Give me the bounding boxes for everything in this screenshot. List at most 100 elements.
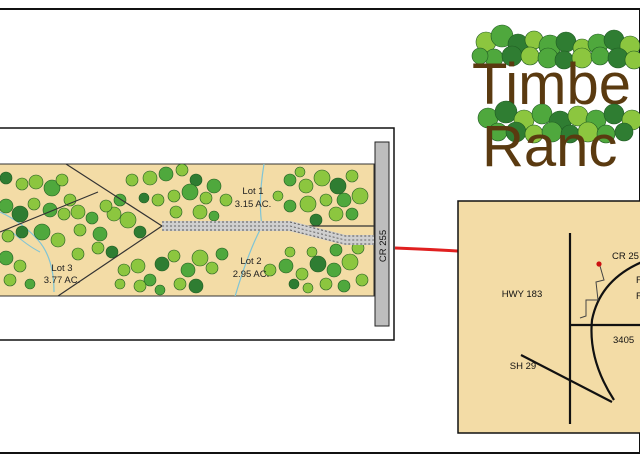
logo-tree-cluster	[471, 24, 640, 70]
map-label-road-1: F	[636, 275, 640, 286]
tree-icon	[3, 273, 17, 287]
tree-icon	[341, 253, 359, 271]
tree-icon	[24, 278, 36, 290]
tree-icon	[319, 277, 333, 291]
tree-icon	[130, 258, 146, 274]
timber-ranch-logo: Timbe Ranc	[471, 24, 640, 179]
tree-icon	[345, 207, 359, 221]
tree-icon	[142, 170, 158, 186]
tree-icon	[43, 179, 61, 197]
tree-icon	[215, 247, 229, 261]
county-road	[374, 141, 390, 327]
location-map: CR 25 HWY 183 3405 SH 29 F R	[457, 200, 640, 434]
tree-icon	[181, 183, 199, 201]
tree-icon	[624, 50, 640, 70]
tree-icon	[105, 245, 119, 259]
tree-icon	[70, 204, 86, 220]
tree-icon	[313, 169, 331, 187]
tree-icon	[329, 177, 347, 195]
lot-3-name: Lot 3	[51, 263, 72, 274]
tree-icon	[199, 191, 213, 205]
tree-icon	[180, 262, 196, 278]
outer-frame	[0, 8, 640, 454]
tree-icon	[28, 174, 44, 190]
logo-tree-cluster-middle	[477, 100, 640, 144]
tree-icon	[494, 100, 518, 124]
tree-icon	[91, 241, 105, 255]
property-marker	[596, 261, 602, 267]
fm-road-curve	[590, 261, 640, 401]
map-label-sh: SH 29	[510, 361, 536, 372]
tree-icon	[92, 226, 108, 242]
tree-icon	[288, 278, 300, 290]
tree-icon	[294, 166, 306, 178]
lot-3-acreage: 3.77 AC.	[44, 275, 80, 286]
tree-icon	[0, 198, 14, 214]
tree-icon	[99, 199, 113, 213]
tree-icon	[151, 193, 165, 207]
creek-line	[0, 211, 55, 293]
tree-icon	[173, 277, 187, 291]
tree-icon	[15, 177, 29, 191]
tree-icon	[154, 284, 166, 296]
tree-icon	[272, 190, 284, 202]
tree-icon	[191, 249, 209, 267]
tree-icon	[206, 178, 222, 194]
tree-icon	[188, 278, 204, 294]
tree-icon	[336, 192, 352, 208]
sh-29-road	[520, 354, 613, 403]
creek-line-3	[11, 231, 41, 253]
tree-canopy	[0, 164, 369, 296]
map-label-fm: 3405	[613, 335, 634, 346]
tree-icon	[143, 273, 157, 287]
tree-icon	[158, 166, 174, 182]
tree-icon	[167, 189, 181, 203]
tree-icon	[13, 259, 27, 273]
tree-icon	[55, 173, 69, 187]
tree-icon	[0, 171, 13, 185]
tree-icon	[208, 210, 220, 222]
tree-icon	[138, 192, 150, 204]
tree-icon	[306, 246, 318, 258]
tree-icon	[284, 246, 296, 258]
tree-icon	[329, 243, 343, 257]
tree-icon	[119, 211, 137, 229]
tree-icon	[27, 197, 41, 211]
tree-icon	[471, 47, 489, 65]
tree-icon	[298, 178, 314, 194]
tree-icon	[73, 223, 87, 237]
tree-icon	[337, 279, 351, 293]
driveway	[162, 221, 374, 245]
tree-icon	[205, 261, 219, 275]
tree-icon	[133, 279, 147, 293]
tree-icon	[355, 273, 369, 287]
tree-icon	[50, 232, 66, 248]
logo-line-2: Ranc	[482, 114, 617, 179]
tree-icon	[117, 263, 131, 277]
road-label: CR 255	[378, 230, 389, 262]
tree-icon	[278, 258, 294, 274]
tree-icon	[1, 229, 15, 243]
lot-2-acreage: 2.95 AC.	[233, 269, 269, 280]
tree-icon	[106, 206, 122, 222]
tree-icon	[614, 122, 634, 142]
site-plan: Lot 1 3.15 AC. Lot 2 2.95 AC. Lot 3 3.77…	[0, 127, 395, 341]
tree-icon	[219, 193, 233, 207]
tree-icon	[175, 164, 189, 177]
tree-icon	[309, 213, 323, 227]
lot-1-acreage: 3.15 AC.	[235, 199, 271, 210]
tree-icon	[299, 195, 317, 213]
tree-icon	[133, 225, 147, 239]
tree-icon	[531, 103, 553, 125]
tree-icon	[11, 205, 29, 223]
tree-icon	[85, 211, 99, 225]
tree-icon	[63, 193, 77, 207]
tree-icon	[309, 255, 327, 273]
tree-icon	[351, 187, 369, 205]
map-label-road-2: R	[636, 291, 640, 302]
tree-icon	[295, 267, 309, 281]
tree-icon	[263, 263, 277, 277]
tree-icon	[57, 207, 71, 221]
tree-icon	[302, 282, 314, 294]
tree-icon	[283, 173, 297, 187]
